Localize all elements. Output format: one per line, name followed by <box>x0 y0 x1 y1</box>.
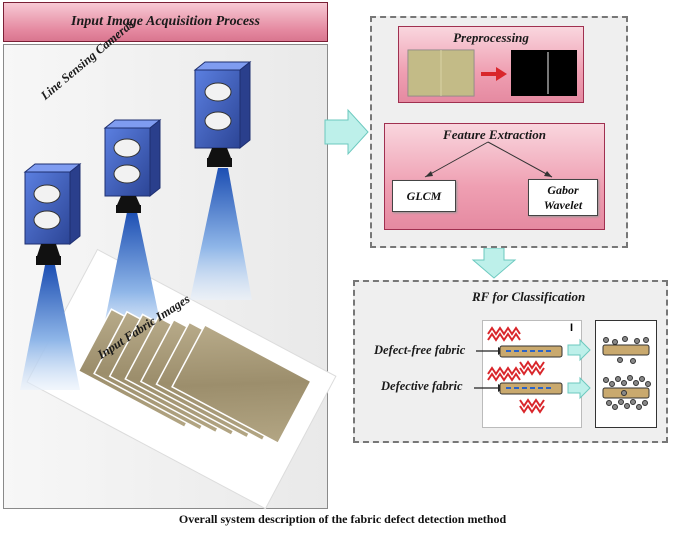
gabor-node: Gabor Wavelet <box>528 179 598 216</box>
preprocessing-title: Preprocessing <box>453 30 529 45</box>
feature-extraction-title: Feature Extraction <box>443 127 546 142</box>
glcm-node: GLCM <box>392 180 456 212</box>
classification-title: RF for Classification <box>472 289 586 304</box>
arrow-down-icon <box>471 247 517 279</box>
arrow-right-icon <box>567 376 591 400</box>
output-defect-free <box>602 336 650 364</box>
defective-label: Defective fabric <box>381 379 463 393</box>
red-wave-icon <box>487 366 545 414</box>
red-wave-icon <box>487 326 545 376</box>
defect-free-label: Defect-free fabric <box>374 343 466 357</box>
camera-icon <box>193 60 252 167</box>
camera-icon <box>23 162 82 265</box>
light-beam <box>20 265 80 390</box>
acquisition-title: Input Image Acquisition Process <box>71 14 260 29</box>
camera-icon <box>103 118 162 213</box>
fabric-swatch <box>171 323 312 445</box>
figure-caption: Overall system description of the fabric… <box>178 512 507 526</box>
light-beam <box>190 168 252 300</box>
panel-marker: I <box>570 322 574 334</box>
arrow-right-icon <box>567 338 591 362</box>
acquisition-title-bar: Input Image Acquisition Process <box>3 2 328 42</box>
fabric-swatch-stack <box>77 308 312 445</box>
processed-image <box>511 50 577 96</box>
arrow-red-head <box>496 67 507 81</box>
output-defective <box>602 375 651 410</box>
arrow-right-icon <box>324 108 369 156</box>
feature-extraction-panel: Feature Extraction <box>384 123 605 230</box>
